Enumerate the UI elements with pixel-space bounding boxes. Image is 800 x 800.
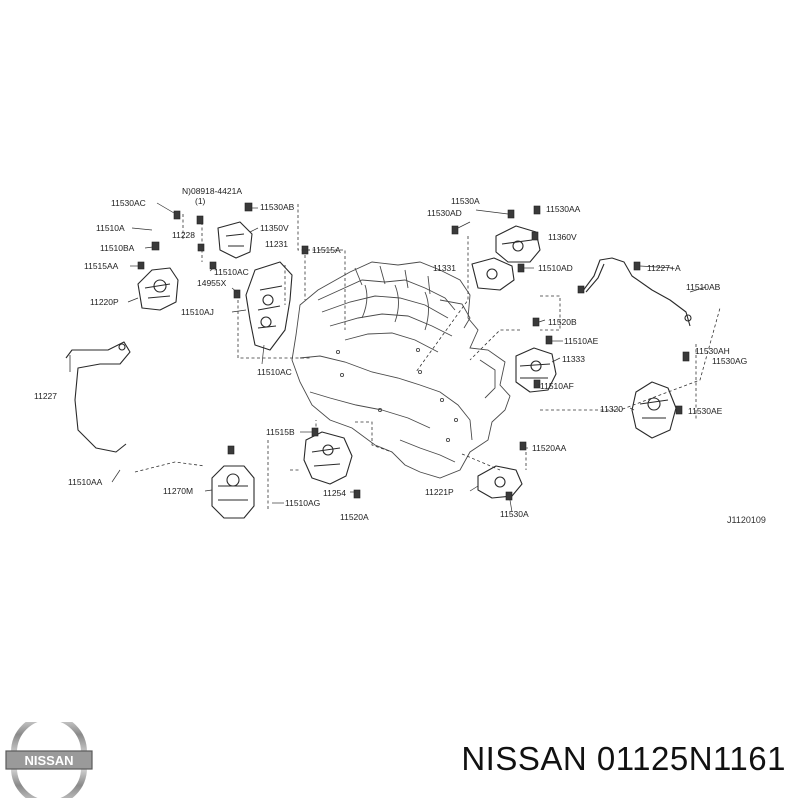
label-qty-1: (1) (195, 196, 206, 206)
bracket-11231 (245, 261, 293, 351)
label-11270m: 11270M (163, 486, 193, 496)
label-11530ac: 11530AC (111, 198, 146, 208)
label-11510ad: 11510AD (538, 263, 573, 273)
label-11530a-top: 11530A (451, 196, 480, 206)
label-11220p: 11220P (90, 297, 119, 307)
label-11333: 11333 (562, 354, 585, 364)
label-11228: 11228 (172, 230, 195, 240)
label-14955x: 14955X (197, 278, 227, 288)
label-11360v: 11360V (548, 232, 577, 242)
label-11510ac-upper: 11510AC (214, 267, 249, 277)
label-11510aa: 11510AA (68, 477, 103, 487)
label-11227-left: 11227 (34, 391, 57, 401)
part-labels: 11530AC N)08918-4421A (1) 11530AB 11510A… (34, 186, 747, 522)
label-11515b: 11515B (266, 427, 295, 437)
label-11515a: 11515A (312, 245, 341, 255)
label-11510ae: 11510AE (564, 336, 599, 346)
label-11530ae: 11530AE (688, 406, 723, 416)
label-11530ab: 11530AB (260, 202, 295, 212)
bracket-11221p (477, 441, 527, 501)
label-11331: 11331 (433, 263, 456, 273)
label-11221p: 11221P (425, 487, 454, 497)
label-11227-plus-a: 11227+A (647, 263, 681, 273)
torque-rod-11227a-right (577, 257, 692, 327)
diagram-code: J1120109 (727, 515, 766, 525)
label-11320: 11320 (600, 404, 623, 414)
label-11510ab: 11510AB (686, 282, 721, 292)
label-11530ah: 11530AH (695, 346, 730, 356)
label-11231: 11231 (265, 239, 288, 249)
label-08918-4421a: N)08918-4421A (182, 186, 242, 196)
label-11515aa: 11515AA (84, 261, 119, 271)
label-11520aa: 11520AA (532, 443, 567, 453)
bracket-11331 (451, 225, 525, 291)
label-11510a-left: 11510A (96, 223, 125, 233)
label-11350v: 11350V (260, 223, 289, 233)
label-11510ba: 11510BA (100, 243, 135, 253)
bracket-11254 (303, 427, 361, 499)
mount-11320 (631, 351, 690, 439)
label-11530aa: 11530AA (546, 204, 581, 214)
mount-11220p (137, 267, 179, 311)
label-11510ac-lower: 11510AC (257, 367, 292, 377)
engine-block (291, 261, 511, 479)
label-11530ad: 11530AD (427, 208, 462, 218)
label-11530ag: 11530AG (712, 356, 747, 366)
torque-rod-11227-left (65, 341, 131, 453)
part-number: NISSAN 01125N1161 (461, 740, 786, 777)
label-11510ag: 11510AG (285, 498, 320, 508)
mount-11360v (495, 205, 541, 263)
label-11520a: 11520A (340, 512, 369, 522)
label-11510af: 11510AF (540, 381, 574, 391)
label-11510aj: 11510AJ (181, 307, 214, 317)
label-11530a-bottom: 11530A (500, 509, 529, 519)
mount-11333 (515, 317, 557, 393)
label-11520b: 11520B (548, 317, 577, 327)
nissan-logo: NISSAN (5, 722, 93, 798)
nissan-logo-text: NISSAN (24, 753, 73, 768)
label-11254: 11254 (323, 488, 346, 498)
mount-11270m (211, 445, 255, 519)
mount-11228 (217, 221, 253, 259)
dashed-reference-lines (134, 204, 721, 510)
leader-lines (111, 202, 707, 513)
